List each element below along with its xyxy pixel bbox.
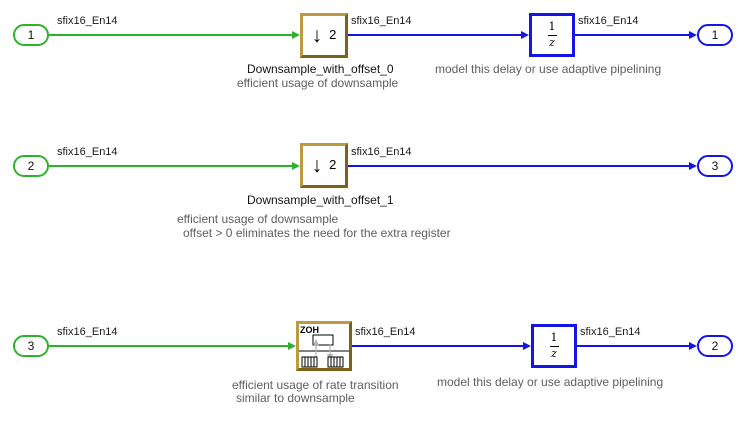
wire-row3-mid[interactable]	[352, 345, 523, 347]
fraction-bar	[547, 34, 557, 36]
downsample-factor: 2	[329, 27, 337, 42]
arrowhead-icon	[689, 342, 697, 350]
annotation-row1-downsample: efficient usage of downsample	[237, 76, 399, 90]
arrowhead-icon	[288, 342, 296, 350]
inport-1-number: 1	[27, 28, 35, 42]
annotation-row3-delay: model this delay or use adaptive pipelin…	[437, 375, 664, 389]
arrowhead-icon	[689, 162, 697, 170]
delay-1-over-z-icon: 1 z	[547, 20, 557, 49]
signal-label: sfix16_En14	[57, 326, 118, 338]
rate-transition-block[interactable]: ZOH	[296, 321, 352, 371]
signal-label: sfix16_En14	[355, 326, 416, 338]
annotation-row3-line1: efficient usage of rate transition	[232, 378, 399, 392]
signal-label: sfix16_En14	[351, 146, 412, 158]
inport-1[interactable]: 1	[13, 24, 49, 46]
downsample-block-0[interactable]: ↓ 2	[300, 13, 348, 58]
annotation-row2-line1: efficient usage of downsample	[177, 212, 339, 226]
downsample-factor: 2	[329, 157, 337, 172]
signal-label: sfix16_En14	[57, 15, 118, 27]
annotation-row3-line2: similar to downsample	[236, 391, 355, 405]
fraction-bar	[549, 345, 559, 347]
outport-2-number: 2	[711, 339, 719, 353]
outport-2[interactable]: 2	[697, 335, 733, 357]
inport-2[interactable]: 2	[13, 155, 49, 177]
clock-hatch-left-icon	[301, 356, 318, 368]
delay-1-over-z-icon: 1 z	[549, 331, 559, 360]
signal-label: sfix16_En14	[578, 15, 639, 27]
delay-block-row1[interactable]: 1 z	[529, 13, 575, 57]
wire-row3-in[interactable]	[49, 345, 288, 347]
outport-3-number: 3	[711, 159, 719, 173]
delay-denominator: z	[549, 35, 555, 49]
arrowhead-icon	[292, 162, 300, 170]
wire-row1-mid[interactable]	[348, 34, 521, 36]
wire-row2-in[interactable]	[49, 165, 292, 167]
arrowhead-icon	[523, 342, 531, 350]
outport-3[interactable]: 3	[697, 155, 733, 177]
inport-3-number: 3	[27, 339, 35, 353]
delay-numerator: 1	[548, 20, 556, 34]
inport-2-number: 2	[27, 159, 35, 173]
clock-hatch-right-icon	[327, 356, 344, 368]
up-arrow-icon	[312, 339, 320, 357]
annotation-row1-delay: model this delay or use adaptive pipelin…	[435, 62, 662, 76]
wire-row1-out[interactable]	[575, 34, 689, 36]
outport-1-number: 1	[711, 28, 719, 42]
arrowhead-icon	[689, 31, 697, 39]
inport-3[interactable]: 3	[13, 335, 49, 357]
downsample-block-1[interactable]: ↓ 2	[300, 143, 348, 188]
block-name-downsample-0: Downsample_with_offset_0	[247, 62, 394, 76]
arrowhead-icon	[521, 31, 529, 39]
signal-label: sfix16_En14	[57, 146, 118, 158]
delay-denominator: z	[551, 346, 557, 360]
downsample-arrow-icon: ↓	[311, 154, 323, 177]
outport-1[interactable]: 1	[697, 24, 733, 46]
wire-row3-out[interactable]	[577, 345, 689, 347]
annotation-row2-line2: offset > 0 eliminates the need for the e…	[183, 226, 451, 240]
arrowhead-icon	[292, 31, 300, 39]
zoh-mode-label: ZOH	[300, 325, 319, 335]
downsample-arrow-icon: ↓	[311, 24, 323, 47]
wire-row2-out[interactable]	[348, 165, 689, 167]
hold-register-icon	[312, 334, 334, 346]
delay-block-row3[interactable]: 1 z	[531, 324, 577, 368]
signal-label: sfix16_En14	[351, 15, 412, 27]
rate-transition-icon: ZOH	[299, 325, 349, 368]
block-name-downsample-1: Downsample_with_offset_1	[247, 193, 394, 207]
wire-row1-in[interactable]	[49, 34, 292, 36]
signal-label: sfix16_En14	[580, 326, 641, 338]
delay-numerator: 1	[550, 331, 558, 345]
